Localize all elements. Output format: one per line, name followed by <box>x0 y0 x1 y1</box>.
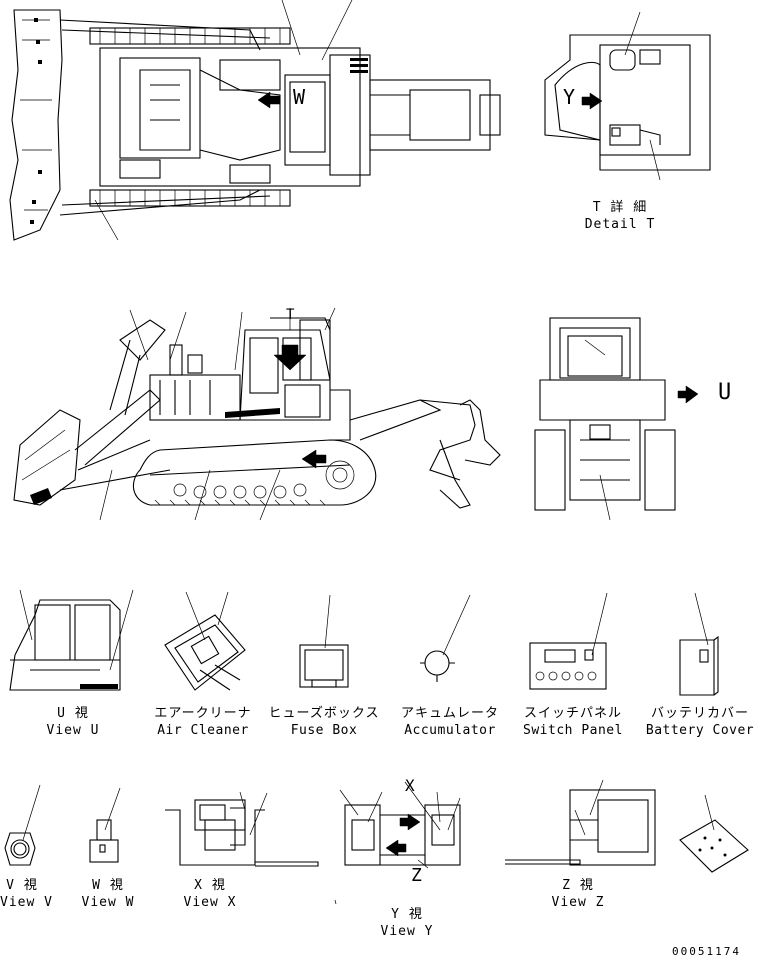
callout-x: X <box>405 776 416 795</box>
battery-cover-label-en: Battery Cover <box>645 723 755 738</box>
fuse-box-label-jp: ヒューズボックス <box>268 706 380 721</box>
view-x-label-en: View X <box>183 895 237 910</box>
part-number: 00051174 <box>672 945 741 958</box>
top-view-dozer <box>9 0 501 241</box>
callout-w: W <box>293 85 307 109</box>
view-z-drawing <box>505 779 656 866</box>
detail-t-drawing <box>544 11 711 181</box>
accumulator-label-en: Accumulator <box>404 723 496 738</box>
fuse-box-label-en: Fuse Box <box>290 723 358 738</box>
battery-cover-label-jp: バッテリカバー <box>650 706 749 721</box>
view-u-drawing <box>9 589 134 691</box>
view-v-label-en: View V <box>0 895 53 910</box>
battery-cover-drawing <box>679 592 719 696</box>
view-z-label-en: View Z <box>551 895 605 910</box>
view-z-label-jp: Z 視 <box>562 878 594 893</box>
view-x-drawing <box>165 791 319 867</box>
view-y-label-en: View Y <box>380 924 434 939</box>
view-w-drawing <box>89 787 121 863</box>
switch-panel-label-jp: スイッチパネル <box>523 706 622 721</box>
side-view-dozer <box>13 307 501 521</box>
switch-panel-drawing <box>529 592 608 690</box>
view-u-label-jp: U 視 <box>57 706 89 721</box>
view-u-label-en: View U <box>46 723 100 738</box>
decal-drawing <box>679 794 749 873</box>
accumulator-label-jp: アキュムレータ <box>400 706 499 721</box>
callout-u: U <box>718 380 733 405</box>
air-cleaner-drawing <box>164 591 246 691</box>
air-cleaner-label-jp: エアークリーナ <box>154 706 252 721</box>
view-v-label-jp: V 視 <box>6 878 38 893</box>
switch-panel-label-en: Switch Panel <box>523 723 623 738</box>
view-v-drawing <box>4 784 41 866</box>
fuse-box-drawing <box>299 594 349 688</box>
view-w-label-en: View W <box>81 895 135 910</box>
view-y-drawing <box>339 781 461 869</box>
callout-t: T <box>286 307 296 323</box>
callout-z: Z <box>411 865 423 886</box>
air-cleaner-label-en: Air Cleaner <box>157 723 249 738</box>
view-w-label-jp: W 視 <box>92 878 124 893</box>
view-y-label-jp: Y 視 <box>391 907 423 922</box>
rear-view-dozer <box>534 317 699 521</box>
accumulator-drawing <box>420 594 471 682</box>
view-x-label-jp: X 視 <box>194 878 226 893</box>
detail-t-label-jp: T 詳 細 <box>592 200 648 215</box>
callout-y: Y <box>563 85 577 109</box>
detail-t-label-en: Detail T <box>584 217 656 232</box>
